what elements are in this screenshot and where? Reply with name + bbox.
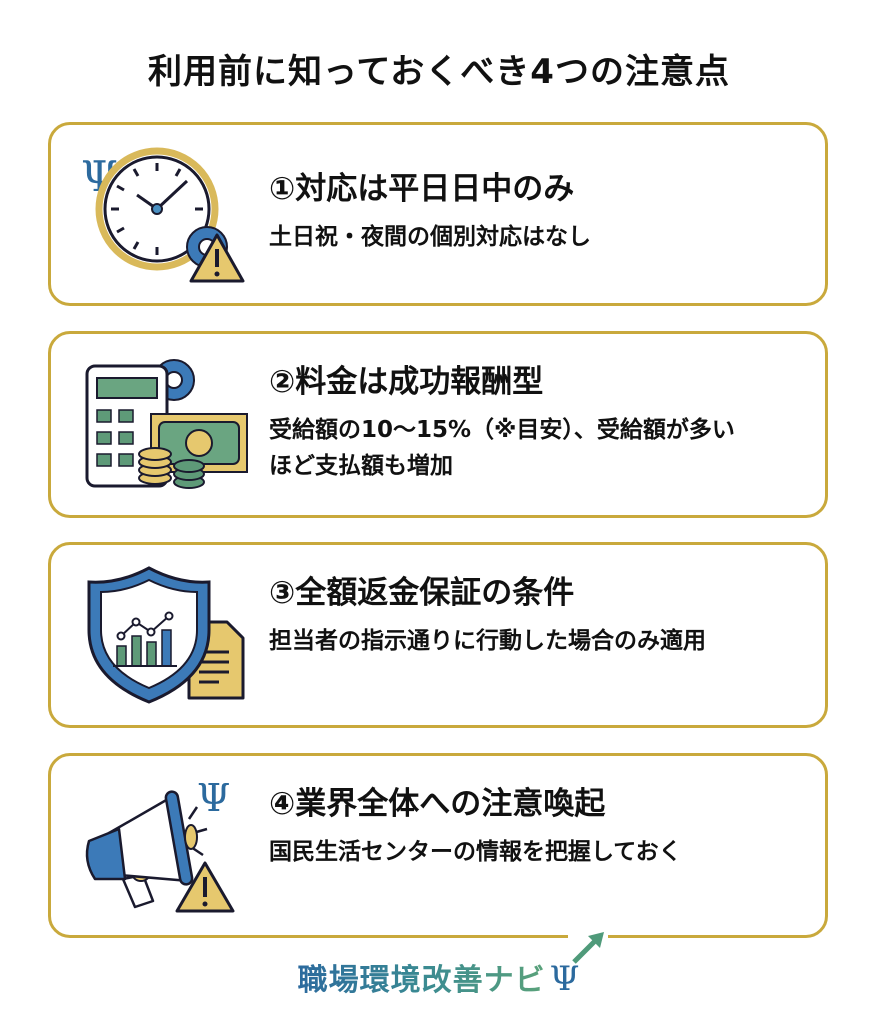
card-description: 国民生活センターの情報を把握しておく xyxy=(269,839,682,865)
card-title: ①対応は平日日中のみ xyxy=(269,171,575,207)
notice-card-3: ③全額返金保証の条件 担当者の指示通りに行動した場合のみ適用 xyxy=(48,542,828,728)
calculator-money-icon xyxy=(79,350,249,500)
shield-chart-document-icon xyxy=(79,560,249,710)
clock-gear-warning-icon: Ψ xyxy=(79,139,249,289)
arrow-up-right-icon xyxy=(568,930,608,966)
notice-card-2: ②料金は成功報酬型 受給額の10〜15%（※目安）、受給額が多いほど支払額も増加 xyxy=(48,331,828,518)
svg-text:Ψ: Ψ xyxy=(197,776,230,820)
card-title: ②料金は成功報酬型 xyxy=(269,364,544,400)
card-description: 土日祝・夜間の個別対応はなし xyxy=(269,224,591,250)
card-title: ④業界全体への注意喚起 xyxy=(269,786,606,822)
brand-name: 職場環境改善ナビ xyxy=(297,963,546,998)
psi-logo-icon: Ψ xyxy=(549,959,581,999)
card-description: 担当者の指示通りに行動した場合のみ適用 xyxy=(269,628,706,654)
card-description: 受給額の10〜15%（※目安）、受給額が多いほど支払額も増加 xyxy=(269,417,735,479)
notice-card-4: Ψ ④業界全体への注意喚起 国民生活センターの情報を把握しておく xyxy=(48,753,828,938)
megaphone-warning-icon: Ψ xyxy=(79,771,249,921)
page-title: 利用前に知っておくべき4つの注意点 xyxy=(148,52,730,92)
card-title: ③全額返金保証の条件 xyxy=(269,575,575,611)
notice-card-1: Ψ ①対応は平日日中のみ 土日祝・夜間の個別対応はなし xyxy=(48,122,828,306)
